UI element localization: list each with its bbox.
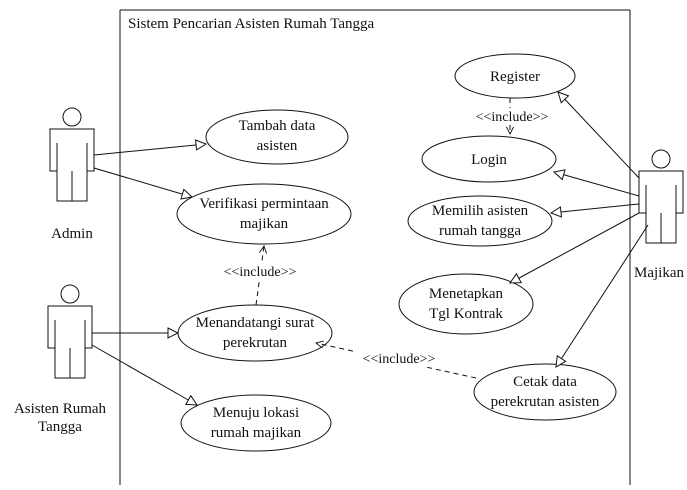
use-case-memilih-label-1: Memilih asisten — [432, 203, 529, 219]
actor-asisten-rumah-tangga: Asisten Rumah Tangga — [14, 284, 107, 435]
use-case-menuju-label-1: Menuju lokasi — [213, 405, 299, 421]
assoc-majikan-register — [558, 92, 640, 179]
include-register-login: <<include>> — [470, 98, 554, 134]
use-case-menetapkan-label-2: Tgl Kontrak — [429, 306, 503, 322]
actor-majikan: Majikan — [634, 149, 684, 281]
use-case-tambah-data-asisten: Tambah data asisten — [205, 109, 349, 165]
use-case-cetak-label-2: perekrutan asisten — [491, 394, 600, 410]
use-case-register-label: Register — [490, 69, 540, 85]
use-case-menandatangi-surat-perekrutan: Menandatangi surat perekrutan — [177, 304, 333, 362]
actor-majikan-label: Majikan — [634, 265, 684, 281]
assoc-majikan-memilih — [551, 203, 640, 213]
actor-admin-label: Admin — [51, 226, 93, 242]
use-case-menuju-label-2: rumah majikan — [211, 425, 302, 441]
assoc-majikan-login — [554, 172, 640, 197]
use-case-tambah-label-1: Tambah data — [239, 118, 316, 134]
include-cetak-menandatangi: <<include>> — [316, 343, 477, 379]
use-case-verifikasi-label-2: majikan — [240, 216, 289, 232]
system-title: Sistem Pencarian Asisten Rumah Tangga — [128, 16, 374, 32]
assoc-admin-verifikasi — [93, 167, 192, 197]
use-case-cetak-data-perekrutan-asisten: Cetak data perekrutan asisten — [473, 363, 617, 421]
include-label-cetak-menandatangi: <<include>> — [363, 352, 436, 367]
use-case-cetak-label-1: Cetak data — [513, 374, 577, 390]
use-case-verifikasi-permintaan-majikan: Verifikasi permintaan majikan — [176, 183, 352, 245]
use-case-menandatangi-label-2: perekrutan — [223, 335, 288, 351]
use-case-register: Register — [454, 53, 576, 99]
use-case-login: Login — [421, 135, 557, 183]
actor-admin: Admin — [49, 107, 95, 242]
system-boundary: Sistem Pencarian Asisten Rumah Tangga — [119, 9, 631, 485]
use-case-menandatangi-label-1: Menandatangi surat — [196, 315, 316, 331]
use-case-menetapkan-label-1: Menetapkan — [429, 286, 504, 302]
use-case-tambah-label-2: asisten — [257, 138, 298, 154]
include-menandatangi-verifikasi: <<include>> — [216, 246, 304, 306]
assoc-majikan-cetak — [556, 224, 649, 367]
use-case-memilih-label-2: rumah tangga — [439, 223, 521, 239]
use-case-login-label: Login — [471, 152, 507, 168]
use-case-verifikasi-label-1: Verifikasi permintaan — [199, 196, 329, 212]
actor-asisten-label-line2: Tangga — [38, 419, 82, 435]
assoc-asisten-menuju — [91, 344, 197, 405]
include-label-register-login: <<include>> — [476, 110, 549, 125]
use-case-memilih-asisten-rumah-tangga: Memilih asisten rumah tangga — [407, 195, 553, 247]
include-label-menandatangi-verifikasi: <<include>> — [224, 265, 297, 280]
use-case-menetapkan-tgl-kontrak: Menetapkan Tgl Kontrak — [398, 273, 534, 335]
assoc-majikan-menetapkan — [510, 212, 640, 283]
actor-asisten-label-line1: Asisten Rumah — [14, 401, 107, 417]
use-case-menuju-lokasi-rumah-majikan: Menuju lokasi rumah majikan — [180, 394, 332, 452]
assoc-admin-tambah — [93, 144, 206, 156]
